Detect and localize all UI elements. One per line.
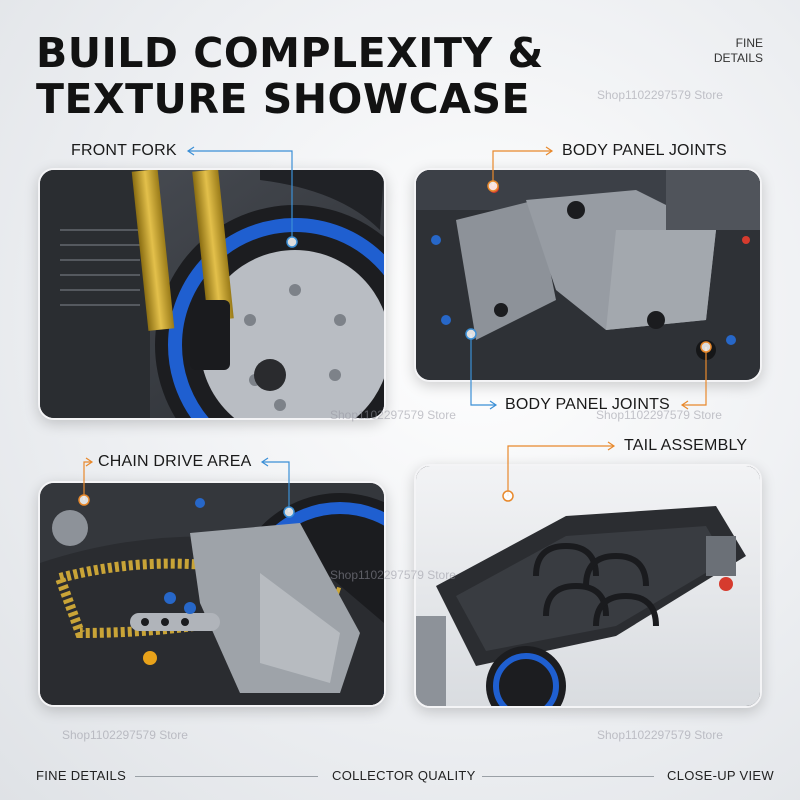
corner-tag-line-2: DETAILS: [713, 51, 763, 65]
callout-chain-drive: CHAIN DRIVE AREA: [98, 453, 252, 470]
watermark: Shop1102297579 Store: [597, 728, 723, 742]
callout-body-panel-bottom: BODY PANEL JOINTS: [505, 396, 670, 413]
watermark: Shop1102297579 Store: [330, 568, 456, 582]
watermark: Shop1102297579 Store: [62, 728, 188, 742]
watermark: Shop1102297579 Store: [330, 408, 456, 422]
title-line-1: BUILD COMPLEXITY &: [36, 29, 544, 77]
callout-body-panel-top: BODY PANEL JOINTS: [562, 142, 727, 159]
watermark: Shop1102297579 Store: [596, 408, 722, 422]
footer-divider-left: [135, 776, 318, 777]
watermark: Shop1102297579 Store: [597, 88, 723, 102]
corner-tag-line-1: FINE: [735, 36, 763, 50]
footer-left-label: FINE DETAILS: [36, 768, 127, 783]
tail-assembly-photo: [414, 464, 762, 708]
callout-front-fork: FRONT FORK: [71, 142, 177, 159]
footer-right-label: CLOSE-UP VIEW: [667, 768, 774, 783]
callout-tail-assembly: TAIL ASSEMBLY: [624, 437, 748, 454]
title-line-2: TEXTURE SHOWCASE: [36, 75, 530, 123]
page-title: BUILD COMPLEXITY & TEXTURE SHOWCASE: [36, 30, 544, 122]
corner-tag: FINE DETAILS: [714, 36, 763, 66]
footer-center-label: COLLECTOR QUALITY: [332, 768, 476, 783]
front-fork-photo: [38, 168, 386, 420]
footer-divider-right: [482, 776, 654, 777]
body-panel-photo: [414, 168, 762, 382]
chain-drive-photo: [38, 481, 386, 707]
